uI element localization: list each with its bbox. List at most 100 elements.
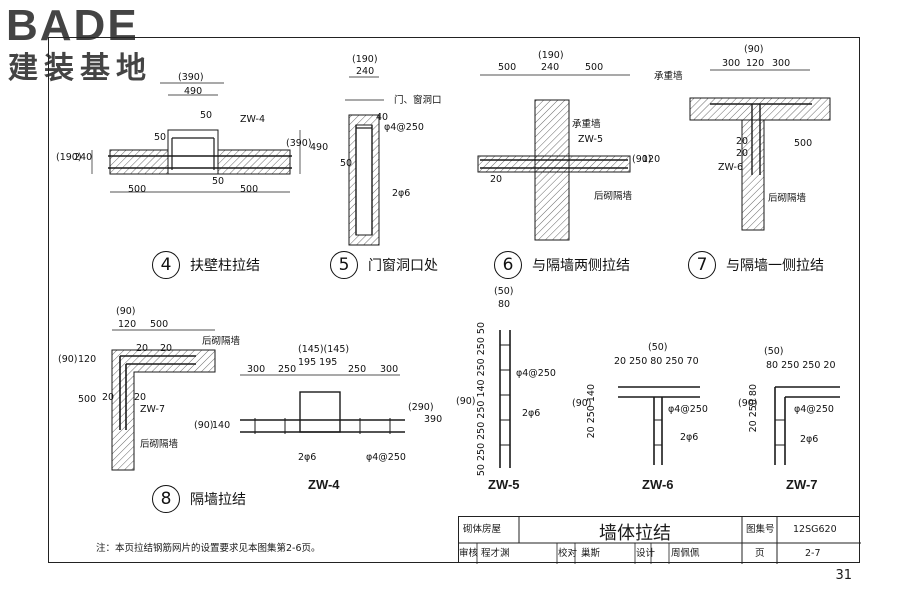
detail-5-number: 5 bbox=[330, 251, 358, 279]
brand-logo: BADE 建装基地 bbox=[6, 4, 176, 88]
detail-8-drawing bbox=[111, 329, 216, 471]
title-block-grid bbox=[459, 517, 861, 564]
d6-tag: ZW-5 bbox=[578, 134, 603, 145]
zw6-height-dims: 20 250 140 bbox=[586, 384, 597, 439]
zw5-rebar: φ4@250 bbox=[516, 368, 556, 379]
detail-7-caption: 7 与隔墙一侧拉结 bbox=[688, 251, 824, 279]
d8-height-120: 120 bbox=[78, 354, 97, 365]
d5-width-190: (190) bbox=[352, 54, 378, 65]
detail-5-caption: 5 门窗洞口处 bbox=[330, 251, 438, 279]
atlas-label: 图集号 bbox=[746, 524, 775, 535]
drawing-frame bbox=[48, 37, 860, 563]
d5-width-240: 240 bbox=[356, 66, 375, 77]
detail-4-title: 扶壁柱拉结 bbox=[190, 258, 260, 274]
zw6-name: ZW-6 bbox=[642, 477, 674, 492]
zw5-width-80: 80 bbox=[498, 299, 511, 310]
d7-bearing-wall: 承重墙 bbox=[654, 71, 683, 82]
d7-width-90: (90) bbox=[744, 44, 764, 55]
detail-8-caption: 8 隔墙拉结 bbox=[152, 485, 246, 513]
logo-subtitle: 建装基地 bbox=[8, 51, 152, 86]
d6-height-90: (90) bbox=[632, 154, 652, 165]
d7-width-300b: 300 bbox=[772, 58, 791, 69]
category-label: 砌体房屋 bbox=[463, 524, 502, 535]
reviewer-name: 程才渊 bbox=[481, 548, 510, 559]
d4-tag: ZW-4 bbox=[240, 114, 265, 125]
zw6-width-50: (50) bbox=[648, 342, 668, 353]
zw6-rebar: φ4@250 bbox=[668, 404, 708, 415]
d8-partition-top: 后砌隔墙 bbox=[202, 336, 241, 347]
d7-dim-20a: 20 bbox=[736, 136, 749, 147]
zw4-width-145: (145)(145) bbox=[298, 344, 350, 355]
zw6-bars: 2φ6 bbox=[680, 432, 699, 443]
d8-dim-20b: 20 bbox=[160, 343, 173, 354]
d5-dim-50: 50 bbox=[340, 158, 353, 169]
zw7-top-dims: 80 250 250 20 bbox=[766, 360, 836, 371]
detail-6-number: 6 bbox=[494, 251, 522, 279]
detail-5-title: 门窗洞口处 bbox=[368, 258, 438, 274]
zw6-mesh bbox=[618, 386, 700, 465]
d5-dim-40: 40 bbox=[376, 112, 389, 123]
zw4-height-290: (290) bbox=[408, 402, 434, 413]
zw5-height-90: (90) bbox=[456, 396, 476, 407]
zw5-mesh bbox=[499, 330, 511, 468]
d8-height-500: 500 bbox=[78, 394, 97, 405]
zw7-height-90: (90) bbox=[738, 398, 758, 409]
detail-7-drawing bbox=[689, 69, 831, 231]
detail-7-number: 7 bbox=[688, 251, 716, 279]
zw4-height-140: 140 bbox=[212, 420, 231, 431]
d8-dim-20c: 20 bbox=[102, 392, 115, 403]
sheet-page: 2-7 bbox=[805, 548, 821, 559]
designer-name: 周佩佩 bbox=[671, 548, 700, 559]
zw5-bars: 2φ6 bbox=[522, 408, 541, 419]
d4-width-390: (390) bbox=[178, 72, 204, 83]
design-label: 设计 bbox=[636, 548, 656, 559]
d5-bars: 2φ6 bbox=[392, 188, 411, 199]
zw4-rebar: φ4@250 bbox=[366, 452, 406, 463]
zw4-width-195: 195 195 bbox=[298, 357, 338, 368]
zw4-mesh bbox=[240, 374, 405, 434]
d8-tag: ZW-7 bbox=[140, 404, 165, 415]
zw4-width-300b: 300 bbox=[380, 364, 399, 375]
drawing-title: 墙体拉结 bbox=[599, 523, 671, 544]
detail-8-title: 隔墙拉结 bbox=[190, 492, 246, 508]
detail-7-title: 与隔墙一侧拉结 bbox=[726, 258, 824, 274]
check-label: 校对 bbox=[558, 548, 578, 559]
d6-width-500b: 500 bbox=[585, 62, 604, 73]
detail-4-drawing bbox=[91, 82, 301, 193]
d8-partition-bottom: 后砌隔墙 bbox=[140, 439, 179, 450]
zw4-width-300a: 300 bbox=[247, 364, 266, 375]
page-number: 31 bbox=[835, 568, 852, 583]
zw4-width-250a: 250 bbox=[278, 364, 297, 375]
logo-wordmark: BADE bbox=[6, 1, 139, 50]
page-note: 注：本页拉结钢筋网片的设置要求见本图集第2-6页。 bbox=[96, 543, 321, 554]
zw5-name: ZW-5 bbox=[488, 477, 520, 492]
d7-height-500: 500 bbox=[794, 138, 813, 149]
d8-dim-20a: 20 bbox=[136, 343, 149, 354]
zw7-width-50: (50) bbox=[764, 346, 784, 357]
d4-dim-50a: 50 bbox=[154, 132, 167, 143]
detail-5-drawing bbox=[345, 76, 384, 246]
d7-width-300: 300 bbox=[722, 58, 741, 69]
zw4-height-90: (90) bbox=[194, 420, 214, 431]
zw7-rebar: φ4@250 bbox=[794, 404, 834, 415]
d6-dim-20: 20 bbox=[490, 174, 503, 185]
d8-height-90: (90) bbox=[58, 354, 78, 365]
d4-bottom-500a: 500 bbox=[128, 184, 147, 195]
d5-rebar: φ4@250 bbox=[384, 122, 424, 133]
title-block: 砌体房屋 墙体拉结 图集号 12SG620 审核 程才渊 校对 巢斯 设计 周佩… bbox=[458, 516, 861, 564]
zw4-bars: 2φ6 bbox=[298, 452, 317, 463]
detail-6-drawing bbox=[477, 74, 631, 241]
d8-width-90: (90) bbox=[116, 306, 136, 317]
detail-8-number: 8 bbox=[152, 485, 180, 513]
zw7-name: ZW-7 bbox=[786, 477, 818, 492]
atlas-number: 12SG620 bbox=[793, 524, 837, 535]
zw7-height-dims: 20 250 80 bbox=[748, 384, 759, 433]
d7-width-120: 120 bbox=[746, 58, 765, 69]
d4-width-490: 490 bbox=[184, 86, 203, 97]
d6-width-190: (190) bbox=[538, 50, 564, 61]
d6-height-120: 120 bbox=[642, 154, 661, 165]
d6-partition: 后砌隔墙 bbox=[594, 191, 633, 202]
